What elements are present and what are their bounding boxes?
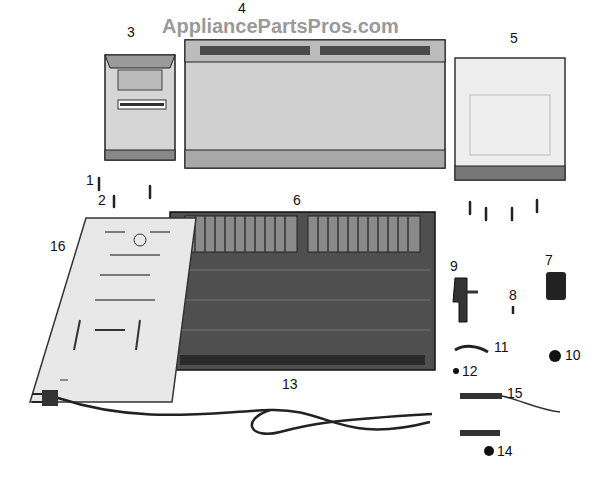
callout-number: 9 xyxy=(450,258,458,274)
end-cap-right xyxy=(455,58,565,180)
callout-number: 10 xyxy=(565,347,581,363)
end-cap-left xyxy=(105,55,175,160)
small-parts xyxy=(453,272,566,456)
callout-number: 1 xyxy=(86,172,94,188)
callout-number: 3 xyxy=(127,24,135,40)
callout-number: 15 xyxy=(507,385,523,401)
base-plate xyxy=(30,218,196,402)
callout-number: 6 xyxy=(293,192,301,208)
callout-number: 2 xyxy=(98,192,106,208)
watermark: AppliancePartsPros.com xyxy=(162,14,399,38)
callout-number: 7 xyxy=(545,252,553,268)
callout-number: 11 xyxy=(494,339,509,355)
power-cord xyxy=(32,390,432,434)
chassis xyxy=(170,212,435,370)
callout-number: 5 xyxy=(510,30,518,46)
callout-number: 13 xyxy=(282,376,298,392)
callout-number: 4 xyxy=(238,0,246,16)
callout-number: 12 xyxy=(462,363,478,379)
callout-number: 14 xyxy=(497,443,513,459)
callout-number: 8 xyxy=(509,287,517,303)
housing-shell xyxy=(185,40,445,168)
callout-number: 16 xyxy=(50,238,66,254)
